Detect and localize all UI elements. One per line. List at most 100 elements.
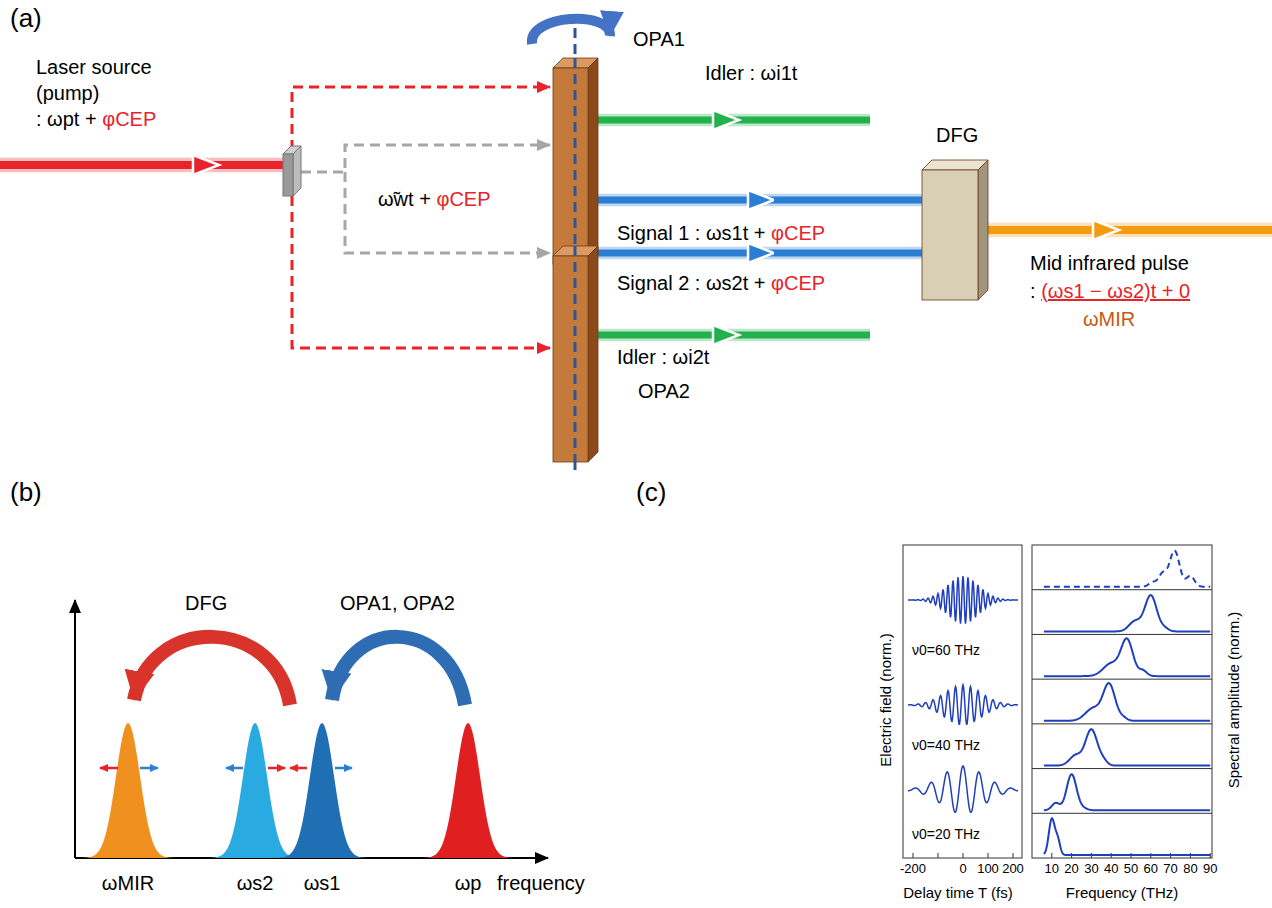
tick-label: 0 — [959, 862, 966, 877]
white-light-line — [345, 172, 550, 253]
crystal-node: DFG — [922, 160, 988, 300]
tick-label: 60 — [1144, 862, 1158, 877]
rotation-axis — [574, 246, 577, 462]
beam-glow — [988, 223, 1272, 237]
rotation-axis — [574, 58, 577, 264]
beam-core — [598, 250, 922, 257]
pump-split-line — [292, 196, 550, 348]
crystal-label: OPA2 — [638, 380, 690, 403]
panel-letter: (a) — [10, 4, 42, 34]
frequency-symbol: ωMIR — [102, 872, 154, 895]
signal-beam — [598, 253, 922, 254]
beam-glow — [598, 247, 922, 260]
beam-arrowhead — [1093, 220, 1119, 240]
frequency-symbol: ωs2 — [237, 872, 274, 895]
beam-core — [598, 197, 922, 204]
tick — [913, 853, 914, 858]
strip-divider — [1032, 679, 1212, 680]
phase-formula: : — [1030, 280, 1041, 303]
frequency-symbol: ωp — [455, 872, 482, 895]
signal-beam — [598, 200, 922, 201]
panel-letter: (b) — [10, 478, 42, 508]
beam-label: Signal 2 : ωs2t + — [617, 272, 771, 295]
phase-term: (ωs1 − ωs2)t + 0 — [1041, 280, 1190, 303]
label: Laser source — [36, 56, 152, 79]
strip-divider — [1032, 634, 1212, 635]
plot-frame — [1032, 545, 1212, 858]
phase-formula: ω̃wt + — [378, 188, 436, 211]
spectrum-trace — [1044, 729, 1210, 765]
crystal-top — [922, 160, 988, 170]
beam-arrowhead — [193, 155, 219, 175]
crystal-plate — [553, 246, 598, 462]
beam-arrowhead — [713, 325, 739, 345]
beamsplitter — [283, 154, 293, 196]
plot-frame — [903, 545, 1022, 858]
crystal-side — [588, 58, 598, 264]
beam-glow — [598, 194, 922, 207]
phase-formula: : ωpt + — [36, 108, 102, 131]
tick-label: 50 — [1124, 862, 1138, 877]
shift-arrow — [226, 767, 243, 770]
axis-title: Electric field (norm.) — [877, 633, 894, 766]
tick-label: 70 — [1163, 862, 1177, 877]
dfg-arrow — [134, 637, 290, 705]
spectrum-trace — [1044, 638, 1210, 676]
beam-label: Signal 1 : ωs1t + — [617, 222, 771, 245]
trace-label: ν0=60 THz — [912, 642, 980, 658]
shift-arrow — [335, 767, 352, 770]
electric-field-trace — [908, 576, 1018, 624]
tick-label: 100 — [977, 862, 999, 877]
axis-title: Frequency (THz) — [1066, 884, 1179, 901]
phase-term: φCEP — [771, 222, 825, 245]
axis-title: Delay time T (fs) — [903, 884, 1012, 901]
electric-field-trace — [908, 685, 1018, 724]
strip-divider — [1032, 723, 1212, 724]
output-label: Mid infrared pulse — [1030, 252, 1189, 275]
panel-letter: (c) — [636, 478, 666, 508]
crystal-side — [978, 160, 988, 300]
white-light-line — [301, 145, 550, 172]
crystal-node: OPA2 — [553, 246, 598, 462]
strip-divider — [1032, 768, 1212, 769]
tick-label: 80 — [1183, 862, 1197, 877]
shift-arrow — [268, 767, 285, 770]
axis-title: frequency — [497, 872, 585, 895]
beam-core — [0, 161, 284, 169]
strip-divider — [1032, 813, 1212, 814]
tick — [988, 853, 989, 858]
crystal-plate — [922, 160, 988, 300]
electric-field-trace — [908, 766, 1018, 812]
tick-label: 30 — [1084, 862, 1098, 877]
spectrum-trace — [1044, 595, 1210, 631]
shift-arrow — [100, 767, 118, 770]
phase-term: φCEP — [436, 188, 490, 211]
pump-split-line — [292, 87, 550, 150]
opa-arrow — [332, 637, 465, 705]
rotation-arrow — [532, 19, 610, 44]
shift-arrow — [140, 767, 158, 770]
trace-label: ν0=20 THz — [912, 826, 980, 842]
crystal-side — [588, 246, 598, 462]
spectrum-trace — [1044, 551, 1210, 587]
tick — [963, 853, 964, 858]
spectral-peak — [83, 723, 173, 858]
strip-divider — [1032, 589, 1212, 590]
spectral-peak — [277, 723, 367, 858]
crystal-node: OPA1 — [553, 58, 598, 264]
beam-label: Idler : ωi2t — [617, 346, 709, 369]
crystal-label: DFG — [936, 124, 978, 147]
spectral-peak — [423, 723, 513, 858]
process-label: DFG — [185, 592, 227, 615]
process-label: OPA1, OPA2 — [340, 592, 455, 615]
beam-label: Idler : ωi1t — [705, 62, 797, 85]
phase-term: φCEP — [771, 272, 825, 295]
tick-label: -200 — [900, 862, 926, 877]
tick — [938, 853, 939, 858]
tick-label: 40 — [1104, 862, 1118, 877]
